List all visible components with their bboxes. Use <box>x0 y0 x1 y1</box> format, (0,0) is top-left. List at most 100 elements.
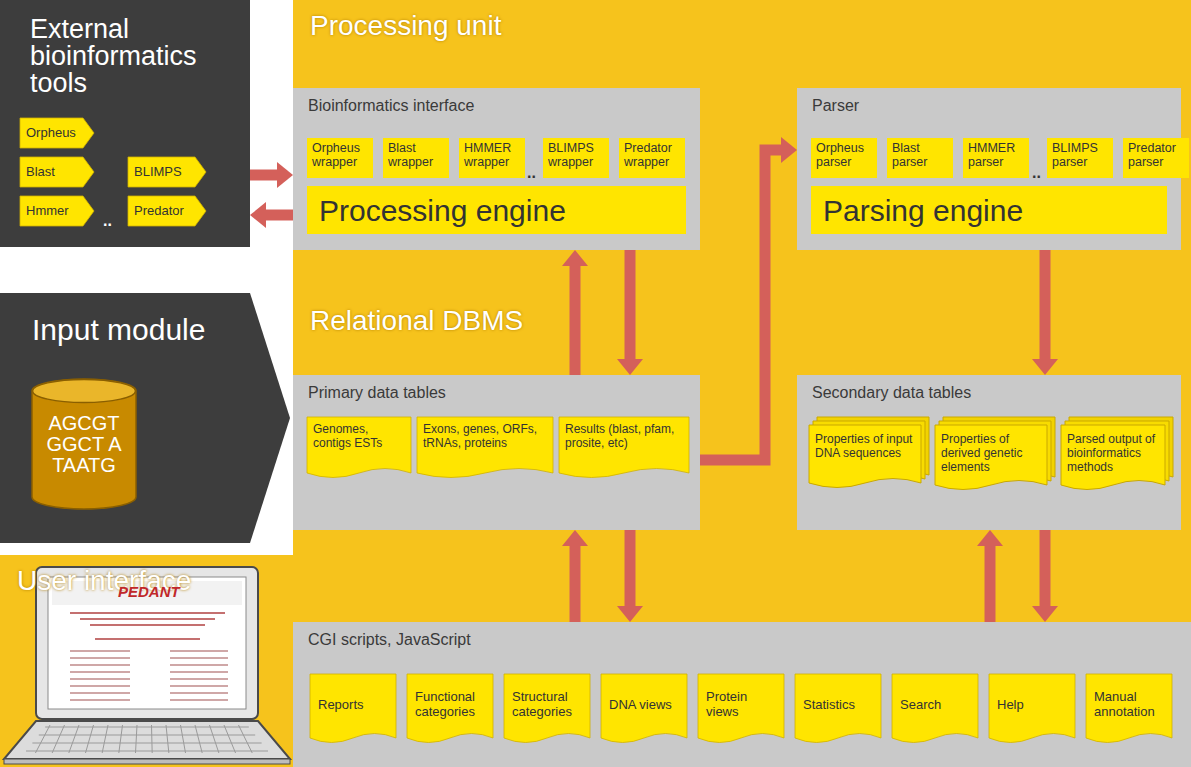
module-box: CGI scripts, JavaScriptReports Functional… <box>293 622 1191 767</box>
table-stack: Parsed output of bioinformatics methods <box>1061 417 1173 493</box>
table-document-label: Results (blast, pfam, prosite, etc) <box>565 423 683 451</box>
table-document-shape <box>559 417 689 478</box>
module-box-label: Secondary data tables <box>812 384 1166 402</box>
component-box-label: Predator wrapper <box>624 142 680 170</box>
tool-arrow-shape <box>128 157 206 187</box>
ellipsis-label: .. <box>1032 164 1041 182</box>
interface-page: Reports <box>310 674 396 746</box>
interface-page: DNA views <box>601 674 687 746</box>
interface-page: Search <box>892 674 978 746</box>
tool-arrow: Predator <box>128 196 206 226</box>
interface-page-shape <box>795 674 881 743</box>
module-box: Bioinformatics interfaceOrpheus wrapper B… <box>293 88 700 250</box>
component-box-label: HMMER wrapper <box>464 142 520 170</box>
tool-arrow-label: Hmmer <box>26 204 69 218</box>
laptop-base <box>4 721 290 759</box>
component-box: Blast parser <box>887 138 953 178</box>
interface-page-label: DNA views <box>609 698 672 713</box>
table-document: Genomes, contigs ESTs <box>307 417 411 481</box>
component-box-label: Orpheus wrapper <box>312 142 368 170</box>
engine-bar: Processing engine <box>307 186 686 234</box>
laptop-screen <box>48 577 246 709</box>
component-box-label: Predator parser <box>1128 142 1184 170</box>
component-box-label: BLIMPS parser <box>1052 142 1108 170</box>
engine-bar-label: Parsing engine <box>823 194 1023 227</box>
component-box: HMMER parser <box>963 138 1029 178</box>
laptop-edge <box>4 759 290 764</box>
data-flow-arrow <box>266 210 293 221</box>
screen-list-lines <box>70 651 228 700</box>
tool-arrow-label: Blast <box>26 165 55 179</box>
tool-arrow: Blast <box>20 157 94 187</box>
table-document: Exons, genes, ORFs, tRNAs, proteins <box>417 417 553 481</box>
interface-page-label: Statistics <box>803 698 855 713</box>
module-box-label: Bioinformatics interface <box>308 97 685 115</box>
component-box-label: HMMER parser <box>968 142 1024 170</box>
interface-page-label: Help <box>997 698 1024 713</box>
interface-page-label: Reports <box>318 698 364 713</box>
interface-page-shape <box>310 674 396 743</box>
interface-page-shape <box>504 674 590 743</box>
table-document-shape <box>307 417 411 478</box>
table-stack-label: Properties of input DNA sequences <box>815 433 923 461</box>
layer-band-label: Processing unit <box>310 12 1174 40</box>
module-box: Secondary data tablesProperties of input… <box>797 375 1181 530</box>
interface-page: Manual annotation <box>1086 674 1172 746</box>
database-cylinder-label: AGCGT GGCT A TAATG <box>44 413 124 476</box>
tool-arrow-label: Orpheus <box>26 126 76 140</box>
interface-page: Statistics <box>795 674 881 746</box>
input-panel-shape <box>0 293 290 543</box>
table-stack-label: Properties of derived genetic elements <box>941 433 1049 474</box>
ellipsis-label: .. <box>527 164 536 182</box>
module-box-label: Parser <box>812 97 1166 115</box>
table-document-label: Exons, genes, ORFs, tRNAs, proteins <box>423 423 547 451</box>
component-box: BLIMPS wrapper <box>543 138 609 178</box>
interface-page-shape <box>989 674 1075 743</box>
interface-page: Help <box>989 674 1075 746</box>
interface-page-shape <box>698 674 784 743</box>
table-document: Results (blast, pfam, prosite, etc) <box>559 417 689 481</box>
module-box: ParserOrpheus parser Blast parser HMMER pa… <box>797 88 1181 250</box>
tool-arrow-shape <box>20 196 94 226</box>
interface-page: Functional categories <box>407 674 493 746</box>
layer-band-label: User interface <box>17 567 1174 595</box>
input-panel-label: Input module <box>32 315 280 345</box>
interface-page-label: Functional categories <box>415 690 488 720</box>
keyboard-keys <box>26 725 268 753</box>
input-panel: Input moduleAGCGT GGCT A TAATG <box>0 293 290 543</box>
module-box: Primary data tablesGenomes, contigs ESTs… <box>293 375 700 530</box>
tool-arrow-shape <box>20 118 94 148</box>
component-box-label: Orpheus parser <box>816 142 872 170</box>
table-stack: Properties of input DNA sequences <box>809 417 929 491</box>
screen-logo: PEDANT <box>118 583 180 600</box>
tool-arrow-shape <box>20 157 94 187</box>
layer-band-label: Relational DBMS <box>310 307 1174 335</box>
interface-page-label: Structural categories <box>512 690 585 720</box>
interface-page-label: Manual annotation <box>1094 690 1167 720</box>
component-box: Predator parser <box>1123 138 1189 178</box>
component-box: BLIMPS parser <box>1047 138 1113 178</box>
tool-arrow-label: Predator <box>134 204 184 218</box>
component-box-label: Blast parser <box>892 142 948 170</box>
tool-arrow: Orpheus <box>20 118 94 148</box>
component-box: Blast wrapper <box>383 138 449 178</box>
module-box-label: CGI scripts, JavaScript <box>308 631 1176 649</box>
interface-page-shape <box>892 674 978 743</box>
table-document-label: Genomes, contigs ESTs <box>313 423 405 451</box>
data-flow-arrow <box>250 170 277 181</box>
table-stack-label: Parsed output of bioinformatics methods <box>1067 433 1167 474</box>
component-box-label: BLIMPS wrapper <box>548 142 604 170</box>
interface-page-shape <box>1086 674 1172 743</box>
interface-page-label: Search <box>900 698 941 713</box>
component-box: HMMER wrapper <box>459 138 525 178</box>
engine-bar-label: Processing engine <box>319 194 566 227</box>
tool-arrow: Hmmer <box>20 196 94 226</box>
database-cylinder: AGCGT GGCT A TAATG <box>32 379 136 509</box>
engine-bar: Parsing engine <box>811 186 1167 234</box>
component-box-label: Blast wrapper <box>388 142 444 170</box>
interface-page: Protein views <box>698 674 784 746</box>
cylinder-top <box>33 380 136 403</box>
tool-arrow: BLIMPS <box>128 157 206 187</box>
layer-band: Relational DBMS Primary data tablesGenome… <box>293 295 1191 555</box>
